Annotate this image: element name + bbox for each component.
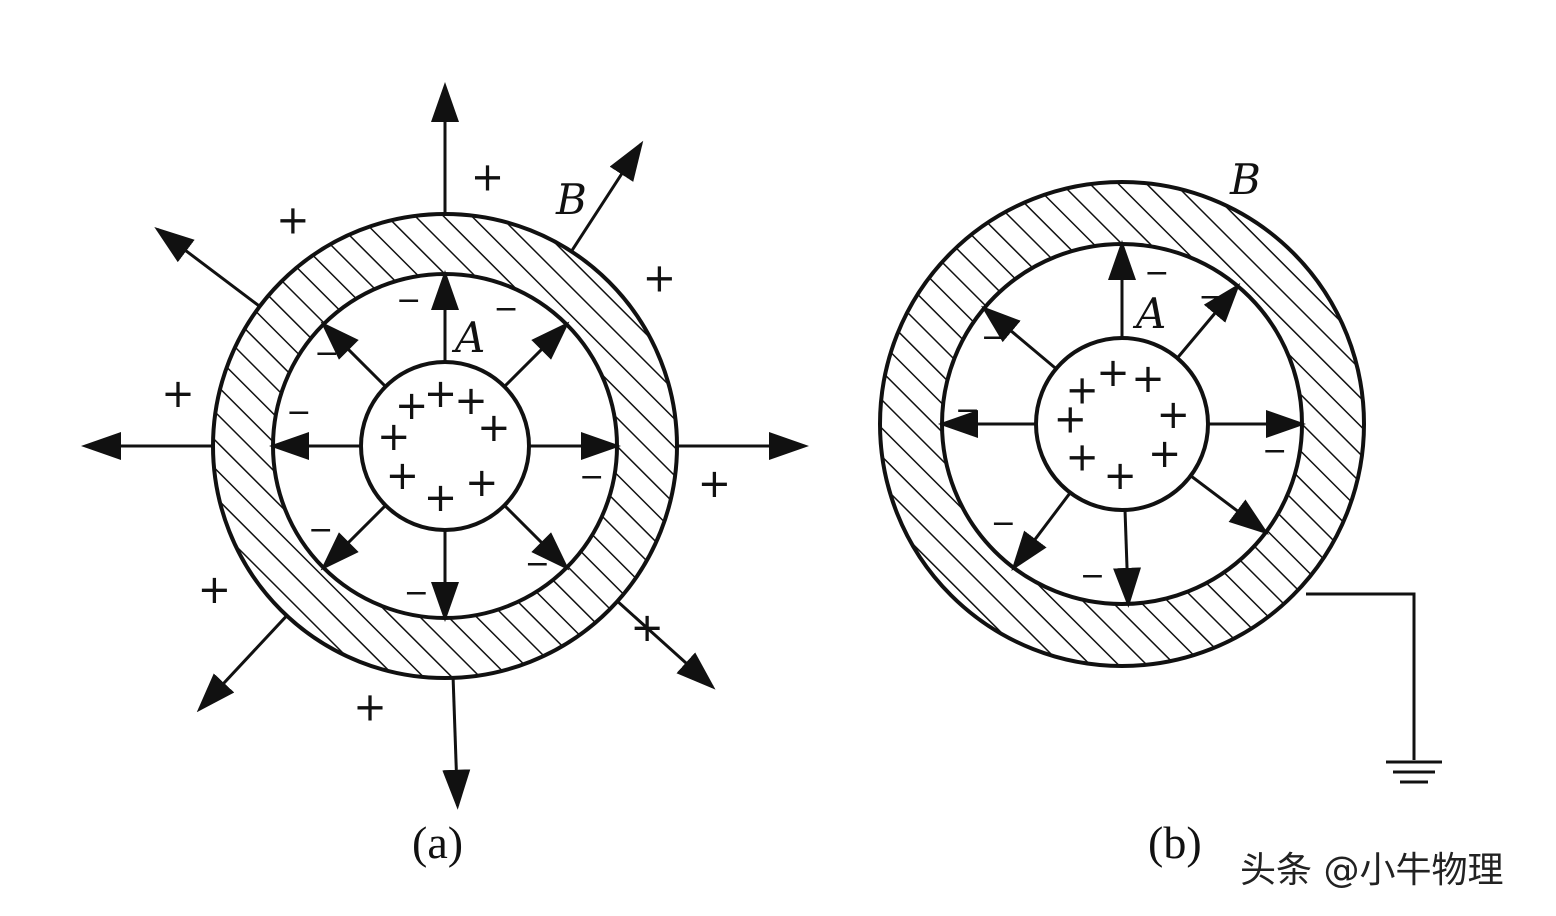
charge-sign: + [454, 378, 488, 424]
charge-sign: − [525, 547, 550, 582]
label-b: B [1229, 155, 1261, 204]
charge-sign: + [1065, 368, 1099, 414]
shell-outer-surface [878, 180, 1366, 668]
charge-sign: − [396, 283, 421, 318]
charge-sign: + [643, 256, 677, 302]
caption-b: (b) [1148, 817, 1202, 868]
figure-a: ++++++++ −−−−−−−− ++++++++ A B (a) [81, 82, 809, 868]
charge-sign: + [630, 605, 664, 651]
label-b: B [555, 175, 587, 224]
charge-sign: − [1198, 280, 1223, 315]
charge-sign: − [286, 395, 311, 430]
charge-sign: + [477, 405, 511, 451]
charge-sign: − [493, 291, 518, 326]
shell-inner-surface-charges: −−−−−−−− [955, 255, 1287, 593]
charge-sign: − [579, 460, 604, 495]
inner-sphere-a [1034, 336, 1210, 512]
field-line-arrow [1189, 474, 1269, 535]
charge-sign: + [471, 154, 505, 200]
field-line-arrow [442, 677, 471, 810]
charge-sign: + [1103, 453, 1137, 499]
field-line-arrow [320, 504, 387, 571]
label-a: A [1132, 289, 1166, 338]
charge-sign: + [161, 371, 195, 417]
charge-sign: − [955, 393, 980, 428]
shell-inner-surface-charges: −−−−−−−− [286, 283, 604, 611]
inner-sphere-charges: ++++++++ [377, 371, 511, 521]
charge-sign: + [1131, 356, 1165, 402]
charge-sign: + [386, 453, 420, 499]
field-line-arrow [570, 140, 644, 253]
charge-sign: − [404, 576, 429, 611]
charge-sign: + [353, 684, 387, 730]
field-line-arrow [503, 321, 570, 388]
charge-sign: + [424, 371, 458, 417]
charge-sign: + [198, 567, 232, 613]
charge-sign: + [377, 414, 411, 460]
field-line-arrow [503, 504, 570, 571]
charge-sign: − [991, 506, 1016, 541]
field-line-arrow [196, 614, 288, 713]
shell-outer-surface [211, 212, 679, 680]
field-line-arrow [320, 321, 387, 388]
figure-b: ++++++++ −−−−−−−− A B (b) [878, 155, 1442, 868]
charge-sign: − [308, 512, 333, 547]
charge-sign: + [1065, 434, 1099, 480]
caption-a: (a) [412, 817, 463, 868]
charge-sign: + [698, 461, 732, 507]
field-line-arrow [1113, 509, 1142, 608]
charge-sign: − [314, 336, 339, 371]
charge-sign: − [1262, 433, 1287, 468]
charge-sign: − [1080, 559, 1105, 594]
charge-sign: + [1156, 392, 1190, 438]
charge-sign: + [1053, 396, 1087, 442]
charge-sign: + [1148, 431, 1182, 477]
charge-sign: − [1232, 502, 1257, 537]
shell-outer-surface-charges: ++++++++ [161, 154, 731, 730]
field-line-arrow [1176, 283, 1241, 360]
ground-connection [1306, 592, 1442, 784]
charge-sign: + [1096, 350, 1130, 396]
outer-field-lines [81, 82, 809, 810]
watermark-text: 头条 @小牛物理 [1240, 850, 1503, 891]
label-a: A [451, 313, 485, 362]
field-line-arrow [154, 226, 261, 308]
charge-sign: − [981, 320, 1006, 355]
charge-sign: − [1144, 255, 1169, 290]
charge-sign: + [424, 475, 458, 521]
sphere-outline [359, 360, 531, 532]
field-line-arrow [981, 305, 1058, 370]
inner-sphere-charges: ++++++++ [1053, 350, 1190, 499]
field-line-arrow [616, 600, 716, 690]
charge-sign: + [465, 460, 499, 506]
field-line-arrow [1011, 491, 1072, 571]
charge-sign: + [395, 383, 429, 429]
charge-sign: + [276, 198, 310, 244]
inner-field-lines [269, 270, 621, 622]
inner-sphere-a [359, 360, 531, 532]
inner-field-lines [938, 240, 1306, 608]
sphere-outline [1034, 336, 1210, 512]
